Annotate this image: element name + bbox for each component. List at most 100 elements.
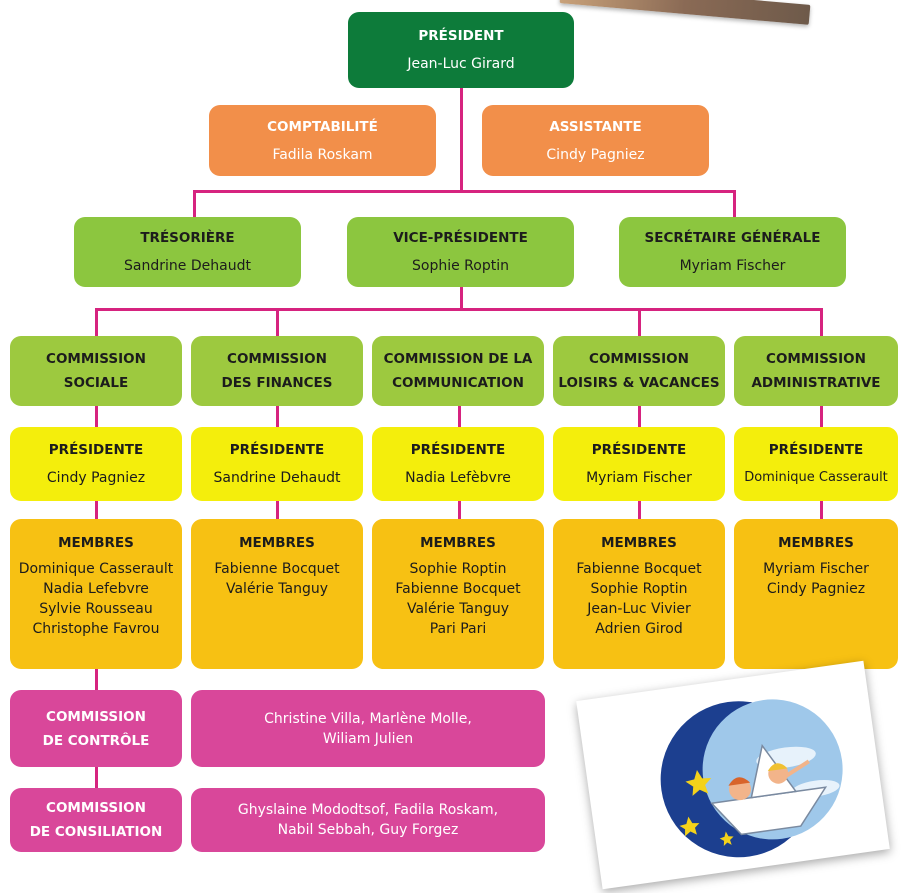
presidente-title: PRÉSIDENTE: [48, 442, 144, 458]
presidente-name: Myriam Fischer: [586, 470, 692, 486]
commission-consiliation-box: COMMISSION DE CONSILIATION: [10, 788, 182, 852]
connector-col5-b: [820, 500, 823, 520]
commission-line1: COMMISSION: [589, 351, 689, 367]
consiliation-members-box: Ghyslaine Mododtsof, Fadila Roskam, Nabi…: [191, 788, 545, 852]
membres-title: MEMBRES: [58, 535, 134, 551]
presidente-box: PRÉSIDENTE Cindy Pagniez: [10, 427, 182, 501]
assistante-title: ASSISTANTE: [549, 118, 642, 135]
commission-line1: COMMISSION: [46, 351, 146, 367]
controle-line2: DE CONTRÔLE: [42, 732, 150, 749]
assistante-box: ASSISTANTE Cindy Pagniez: [482, 105, 709, 176]
vice-presidente-name: Sophie Roptin: [412, 258, 509, 274]
connector-col3-a: [458, 404, 461, 428]
presidente-name: Cindy Pagniez: [46, 470, 146, 486]
connector-level2-h: [193, 190, 736, 193]
connector-c5: [820, 308, 823, 338]
membres-title: MEMBRES: [239, 535, 315, 551]
commission-header: COMMISSION DES FINANCES: [191, 336, 363, 406]
connector-tresoriere: [193, 190, 196, 218]
member-name: Fabienne Bocquet: [395, 581, 521, 597]
connector-col1-a: [95, 404, 98, 428]
member-name: Cindy Pagniez: [766, 581, 866, 597]
photo-corner: [559, 0, 811, 25]
vice-presidente-title: VICE-PRÉSIDENTE: [393, 230, 528, 246]
consiliation-line2: DE CONSILIATION: [29, 824, 163, 840]
president-title: PRÉSIDENT: [418, 28, 504, 44]
connector-col1-d: [95, 766, 98, 790]
presidente-name: Nadia Lefèbvre: [405, 470, 511, 486]
consiliation-members: Ghyslaine Mododtsof, Fadila Roskam, Nabi…: [237, 802, 499, 838]
commission-line2: LOISIRS & VACANCES: [558, 375, 720, 391]
membres-box: MEMBRES Sophie Roptin Fabienne Bocquet V…: [372, 519, 544, 669]
membres-box: MEMBRES Dominique Casserault Nadia Lefeb…: [10, 519, 182, 669]
membres-title: MEMBRES: [420, 535, 496, 551]
comptabilite-box: COMPTABILITÉ Fadila Roskam: [209, 105, 436, 176]
comptabilite-title: COMPTABILITÉ: [267, 118, 378, 135]
illustration-card: [576, 660, 890, 890]
commission-line2: SOCIALE: [63, 375, 129, 391]
member-name: Adrien Girod: [595, 621, 683, 637]
commission-line2: DES FINANCES: [221, 375, 333, 391]
member-name: Pari Pari: [429, 621, 487, 637]
member-name: Christophe Favrou: [32, 621, 160, 637]
connector-col2-a: [276, 404, 279, 428]
commission-header: COMMISSION LOISIRS & VACANCES: [553, 336, 725, 406]
commission-line1: COMMISSION DE LA: [383, 351, 533, 367]
member-name: Fabienne Bocquet: [214, 561, 340, 577]
connector-col4-b: [638, 500, 641, 520]
member-name: Valérie Tanguy: [225, 581, 328, 597]
commission-header: COMMISSION SOCIALE: [10, 336, 182, 406]
connector-c4: [638, 308, 641, 338]
member-name: Dominique Casserault: [18, 561, 174, 577]
commission-controle-box: COMMISSION DE CONTRÔLE: [10, 690, 182, 767]
controle-members-box: Christine Villa, Marlène Molle, Wiliam J…: [191, 690, 545, 767]
presidente-box: PRÉSIDENTE Nadia Lefèbvre: [372, 427, 544, 501]
connector-president: [460, 88, 463, 191]
commission-line1: COMMISSION: [766, 351, 866, 367]
presidente-title: PRÉSIDENTE: [591, 442, 687, 458]
tresoriere-name: Sandrine Dehaudt: [124, 258, 251, 274]
assistante-name: Cindy Pagniez: [546, 146, 645, 163]
member-name: Nadia Lefebvre: [43, 581, 149, 597]
tresoriere-box: TRÉSORIÈRE Sandrine Dehaudt: [74, 217, 301, 287]
connector-col3-b: [458, 500, 461, 520]
member-name: Myriam Fischer: [763, 561, 869, 577]
moon-boat-illustration: [660, 699, 843, 858]
consiliation-line1: COMMISSION: [46, 800, 146, 816]
vice-presidente-box: VICE-PRÉSIDENTE Sophie Roptin: [347, 217, 574, 287]
presidente-name: Dominique Casserault: [744, 470, 888, 485]
member-name: Sophie Roptin: [590, 581, 688, 597]
president-name: Jean-Luc Girard: [407, 56, 515, 72]
connector-col5-a: [820, 404, 823, 428]
presidente-title: PRÉSIDENTE: [768, 442, 864, 458]
secretaire-box: SECRÉTAIRE GÉNÉRALE Myriam Fischer: [619, 217, 846, 287]
secretaire-title: SECRÉTAIRE GÉNÉRALE: [644, 230, 821, 246]
member-name: Sophie Roptin: [409, 561, 507, 577]
membres-title: MEMBRES: [601, 535, 677, 551]
membres-box: MEMBRES Myriam Fischer Cindy Pagniez: [734, 519, 898, 669]
presidente-title: PRÉSIDENTE: [410, 442, 506, 458]
connector-level3-h: [95, 308, 823, 311]
connector-col1-c: [95, 668, 98, 692]
connector-col4-a: [638, 404, 641, 428]
member-name: Fabienne Bocquet: [576, 561, 702, 577]
secretaire-name: Myriam Fischer: [679, 258, 786, 274]
commission-line1: COMMISSION: [227, 351, 327, 367]
presidente-box: PRÉSIDENTE Dominique Casserault: [734, 427, 898, 501]
commission-header: COMMISSION DE LA COMMUNICATION: [372, 336, 544, 406]
comptabilite-name: Fadila Roskam: [272, 146, 373, 163]
presidente-box: PRÉSIDENTE Sandrine Dehaudt: [191, 427, 363, 501]
commission-line2: COMMUNICATION: [392, 375, 524, 391]
member-name: Sylvie Rousseau: [39, 601, 153, 617]
membres-box: MEMBRES Fabienne Bocquet Valérie Tanguy: [191, 519, 363, 669]
commission-header: COMMISSION ADMINISTRATIVE: [734, 336, 898, 406]
connector-col1-b: [95, 500, 98, 520]
connector-vp-down: [460, 286, 463, 311]
presidente-title: PRÉSIDENTE: [229, 442, 325, 458]
controle-members: Christine Villa, Marlène Molle, Wiliam J…: [264, 710, 472, 747]
connector-col2-b: [276, 500, 279, 520]
member-name: Valérie Tanguy: [406, 601, 509, 617]
connector-c1: [95, 308, 98, 338]
membres-box: MEMBRES Fabienne Bocquet Sophie Roptin J…: [553, 519, 725, 669]
connector-c2: [276, 308, 279, 338]
